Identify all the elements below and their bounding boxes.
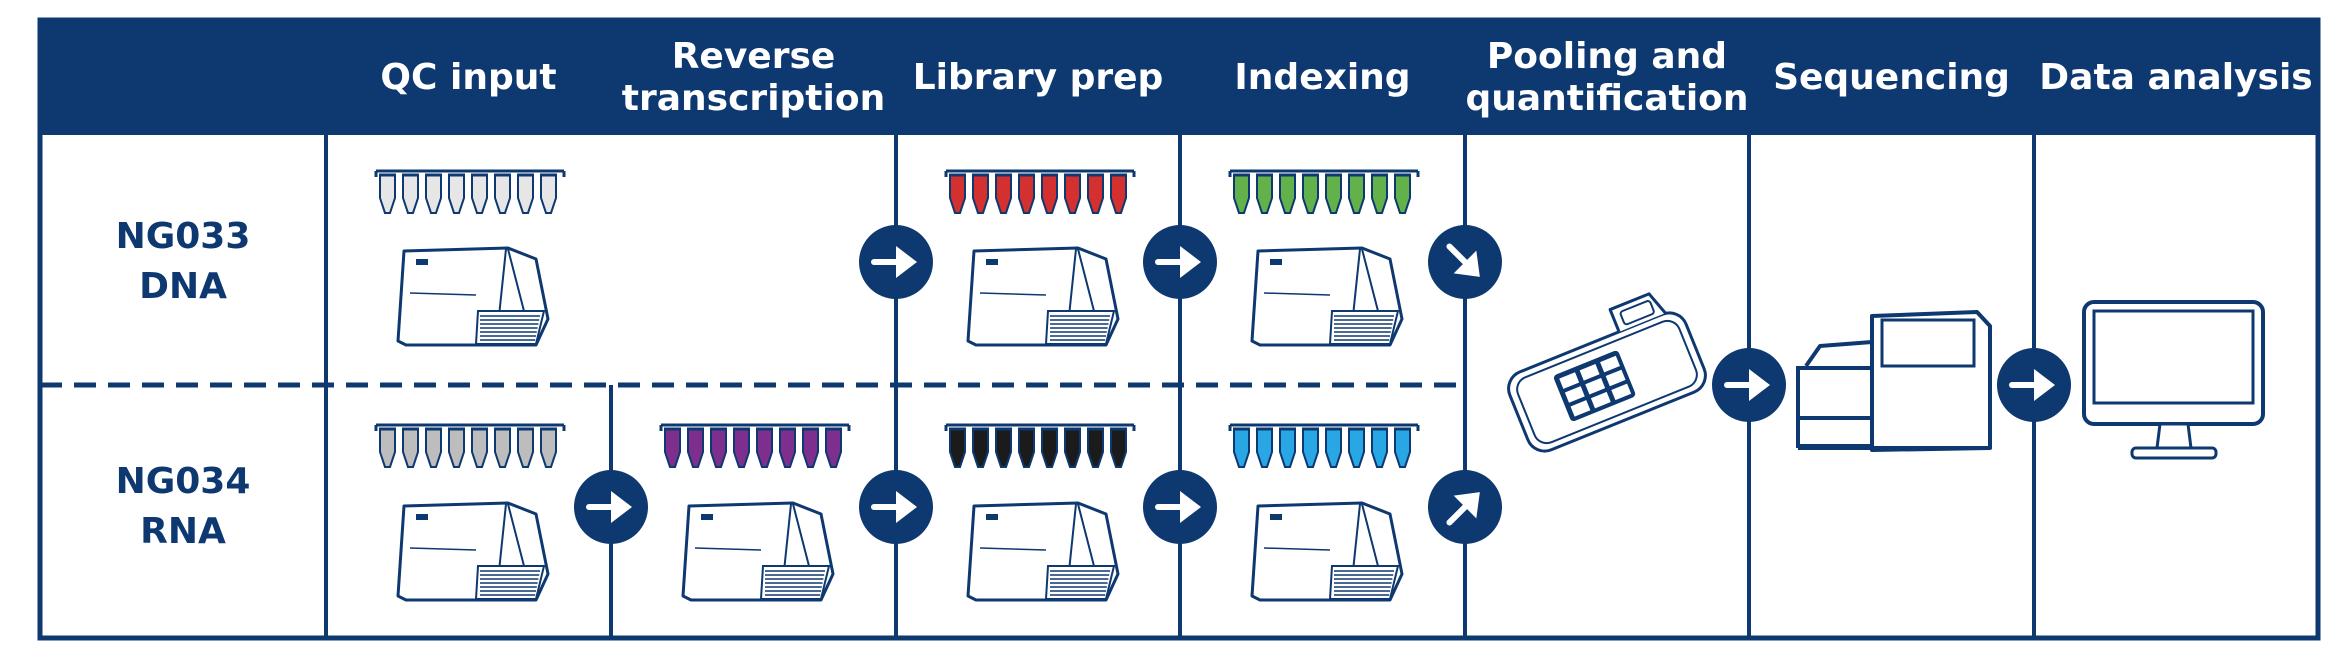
arrow-circle-icon	[859, 225, 933, 299]
pcr-tube-strip-icon	[1228, 169, 1420, 214]
thermocycler-icon	[966, 246, 1120, 347]
row-label-ng034-line-2: RNA	[140, 511, 226, 552]
thermocycler-icon	[396, 246, 550, 347]
pcr-tube-strip-icon	[944, 169, 1136, 214]
header-band	[40, 20, 2318, 135]
pcr-tube-strip-icon	[659, 423, 851, 468]
row-label-ng034-line-1: NG034	[115, 461, 251, 502]
thermocycler-icon	[396, 501, 550, 602]
thermocycler-icon	[1250, 246, 1404, 347]
thermocycler-icon	[681, 501, 835, 602]
header-pooling-line-2: quantification	[1465, 77, 1749, 119]
header-reverse-transcription: Reverse transcription	[611, 20, 896, 135]
header-sequencing: Sequencing	[1749, 20, 2034, 135]
header-sequencing-line-1: Sequencing	[1773, 56, 2010, 98]
arrow-circle-icon	[1143, 225, 1217, 299]
arrow-circle-icon	[1712, 348, 1786, 422]
arrow-circle-icon	[1428, 225, 1502, 299]
fluorometer-icon	[1507, 292, 1707, 453]
header-indexing: Indexing	[1180, 20, 1465, 135]
arrow-circle-icon	[859, 470, 933, 544]
arrow-circle-icon	[574, 470, 648, 544]
header-indexing-line-1: Indexing	[1234, 56, 1411, 98]
header-qc-input: QC input	[326, 20, 611, 135]
sequencer-icon	[1796, 310, 1992, 452]
header-library-prep-line-1: Library prep	[912, 56, 1164, 98]
pcr-tube-strip-icon	[374, 169, 566, 214]
arrow-circle-icon	[1143, 470, 1217, 544]
header-data-analysis-line-1: Data analysis	[2039, 56, 2313, 98]
arrow-circle-icon	[1997, 348, 2071, 422]
row-label-ng033-line-1: NG033	[115, 216, 251, 257]
header-pooling-line-1: Pooling and	[1486, 35, 1728, 77]
row-label-ng033-line-2: DNA	[139, 266, 227, 307]
pcr-tube-strip-icon	[944, 423, 1136, 468]
row-label-ng034-rna: NG034 RNA	[40, 457, 326, 557]
header-reverse-transcription-line-2: transcription	[621, 77, 886, 119]
header-data-analysis: Data analysis	[2034, 20, 2318, 135]
thermocycler-icon	[966, 501, 1120, 602]
thermocycler-icon	[1250, 501, 1404, 602]
header-reverse-transcription-line-1: Reverse	[671, 35, 836, 77]
header-library-prep: Library prep	[896, 20, 1180, 135]
computer-monitor-icon	[2082, 300, 2265, 460]
row-label-ng033-dna: NG033 DNA	[40, 212, 326, 312]
arrow-circle-icon	[1428, 470, 1502, 544]
pcr-tube-strip-icon	[374, 423, 566, 468]
header-pooling-quantification: Pooling and quantification	[1465, 20, 1749, 135]
pcr-tube-strip-icon	[1228, 423, 1420, 468]
header-qc-input-line-1: QC input	[380, 56, 557, 98]
